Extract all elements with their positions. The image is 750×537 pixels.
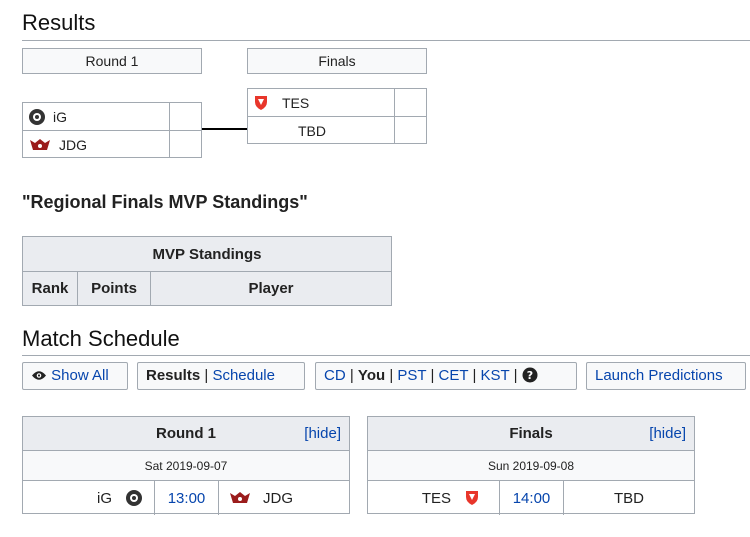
schedule-finals-date: Sun 2019-09-08 [368,451,694,481]
launch-predictions-button[interactable]: Launch Predictions [586,362,746,390]
bracket-team-row: JDG [23,131,201,158]
bracket-team-row: TES [248,89,426,117]
bracket-score [394,89,426,116]
bracket-team-name: JDG [59,136,87,153]
eye-icon [32,371,46,380]
ig-logo-icon [29,108,45,125]
ig-logo-icon [126,490,142,506]
schedule-match-row: TES 14:00 TBD [368,481,694,515]
results-toggle[interactable]: Results [146,367,201,384]
bracket-team-name: iG [53,108,67,125]
bracket-team-row: iG [23,103,201,131]
question-circle-icon[interactable]: ? [522,367,538,383]
schedule-match-time[interactable]: 13:00 [155,481,219,515]
schedule-toggle[interactable]: Schedule [212,367,275,384]
timezone-pst[interactable]: PST [397,367,427,384]
bracket-connector [202,128,247,130]
schedule-team1: TES [421,489,451,507]
results-heading: Results [22,10,96,35]
timezone-you[interactable]: You [357,367,386,384]
schedule-finals-title: Finals [509,425,553,442]
schedule-heading: Match Schedule [22,326,180,351]
timezone-cet[interactable]: CET [438,367,469,384]
schedule-round1-date: Sat 2019-09-07 [23,451,349,481]
results-schedule-toggle: Results | Schedule [137,362,305,390]
timezone-kst[interactable]: KST [480,367,510,384]
mvp-col-player: Player [150,271,392,306]
schedule-round1-card: Round 1 [hide] Sat 2019-09-07 iG 13:00 J… [22,416,350,515]
hide-round1-link[interactable]: [hide] [304,425,341,442]
show-all-button[interactable]: Show All [22,362,128,390]
jdg-logo-icon [30,138,50,150]
mvp-standings-table: MVP Standings Rank Points Player [22,236,392,306]
schedule-match-row: iG 13:00 JDG [23,481,349,515]
results-divider [22,40,750,41]
schedule-round1-title: Round 1 [156,425,216,442]
timezone-cd[interactable]: CD [324,367,346,384]
hide-finals-link[interactable]: [hide] [649,425,686,442]
bracket-team-name: TBD [298,122,326,139]
timezone-selector: CD | You | PST | CET | KST | ? [315,362,577,390]
bracket-score [169,103,201,130]
svg-text:?: ? [526,369,532,382]
bracket-score [394,117,426,144]
mvp-table-title: MVP Standings [22,236,392,272]
mvp-heading: "Regional Finals MVP Standings" [22,192,308,212]
schedule-finals-card: Finals [hide] Sun 2019-09-08 TES 14:00 T… [367,416,695,515]
tes-logo-icon [255,95,267,110]
bracket-finals-header: Finals [247,48,427,74]
schedule-team1: iG [97,489,112,507]
bracket-round1-header: Round 1 [22,48,202,74]
schedule-divider [22,355,750,356]
jdg-logo-icon [230,492,250,503]
schedule-match-time[interactable]: 14:00 [500,481,564,515]
bracket-team-name: TES [282,94,310,111]
bracket-round1-match: iG JDG [22,102,202,158]
schedule-team2: TBD [614,489,644,507]
bracket-team-row: TBD [248,117,426,144]
tes-logo-icon [466,491,478,505]
bracket-finals-match: TES TBD [247,88,427,144]
mvp-col-rank: Rank [22,271,78,306]
show-all-label: Show All [51,367,109,384]
mvp-col-points: Points [77,271,151,306]
schedule-team2: JDG [263,489,293,507]
bracket-score [169,131,201,158]
